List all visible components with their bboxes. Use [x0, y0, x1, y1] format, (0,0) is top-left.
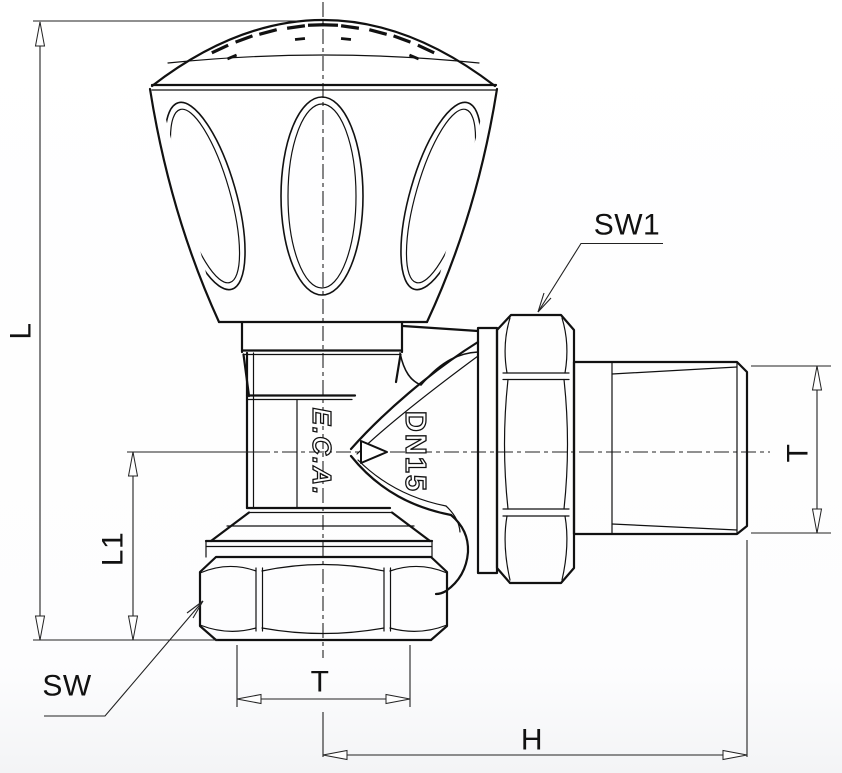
wrench-size-SW1-label: SW1 [594, 209, 661, 242]
valve-handwheel [148, 19, 499, 324]
open-arrow-icon [537, 292, 552, 313]
arrowhead-left-icon [236, 693, 262, 705]
union-nut-sw1 [495, 313, 576, 585]
dimension-T-bottom: T [236, 645, 411, 707]
nominal-size-marking: DN15 [399, 411, 431, 493]
arrowhead-right-icon [722, 749, 748, 761]
dimension-L: L [5, 20, 300, 641]
flow-direction-triangle-icon [360, 440, 388, 464]
arrowhead-down-icon [127, 615, 139, 641]
outlet-cone [349, 324, 480, 596]
male-thread-end [572, 360, 749, 536]
dimension-L1: L1 [97, 451, 257, 641]
handwheel-knurling [211, 23, 435, 61]
leader-SW1: SW1 [537, 209, 663, 313]
dimension-H-label: H [521, 724, 543, 757]
dimension-T-bottom-label: T [311, 666, 330, 699]
dimension-T-side: T [751, 365, 831, 534]
tailpiece-rings [204, 511, 434, 558]
arrowhead-up-icon [811, 365, 823, 391]
union-flange [476, 326, 499, 575]
arrowhead-up-icon [127, 451, 139, 477]
valve-body [245, 351, 393, 514]
wrench-size-SW-label: SW [42, 670, 92, 703]
dimension-L1-label: L1 [97, 532, 130, 566]
leader-SW: SW [42, 600, 204, 717]
dimension-H: H [322, 540, 748, 761]
dimension-L-label: L [5, 322, 38, 339]
open-arrow-icon [186, 600, 204, 619]
brand-marking: E.C.A. [307, 408, 337, 497]
arrowhead-up-icon [34, 21, 46, 47]
valve-bonnet-collar [240, 321, 404, 398]
arrowhead-left-icon [322, 749, 348, 761]
hex-nut-sw [198, 555, 449, 642]
arrowhead-right-icon [385, 693, 411, 705]
arrowhead-down-icon [811, 508, 823, 534]
arrowhead-down-icon [34, 615, 46, 641]
dimension-T-side-label: T [782, 444, 815, 463]
